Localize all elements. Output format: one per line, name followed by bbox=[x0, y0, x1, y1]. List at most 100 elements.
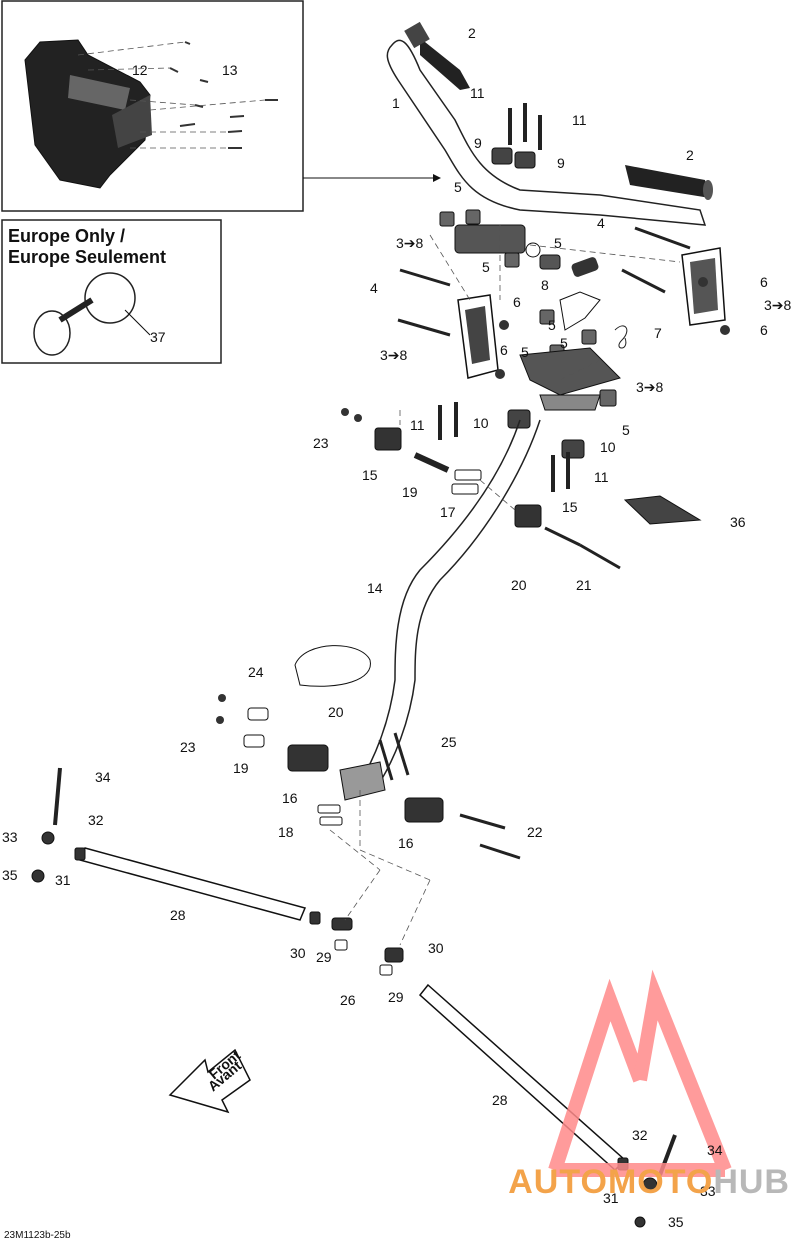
adjuster-plate-left bbox=[457, 294, 499, 379]
callout-30a: 30 bbox=[290, 945, 306, 961]
upper-clamp-9 bbox=[491, 147, 536, 169]
watermark-text: AUTOMOTOHUB bbox=[508, 1163, 790, 1202]
callout-16b: 16 bbox=[398, 835, 414, 851]
callout-26: 26 bbox=[340, 992, 356, 1008]
europe-only-frame bbox=[1, 219, 222, 364]
callout-8: 8 bbox=[541, 277, 549, 293]
callout-29b: 29 bbox=[388, 989, 404, 1005]
bearing-block-16-left bbox=[287, 744, 329, 772]
callout-21: 21 bbox=[576, 577, 592, 593]
callout-11d: 11 bbox=[594, 469, 609, 485]
bolts-11-lower bbox=[438, 402, 570, 492]
steering-column-14 bbox=[354, 419, 541, 791]
callout-7: 7 bbox=[654, 325, 662, 341]
callout-33b: 33 bbox=[700, 1183, 716, 1199]
bushing-17 bbox=[451, 469, 482, 495]
callout-6d: 6 bbox=[500, 342, 508, 358]
lever-8 bbox=[559, 257, 601, 331]
spring-7 bbox=[614, 325, 628, 349]
callout-4b: 4 bbox=[370, 280, 378, 296]
callout-15a: 15 bbox=[362, 467, 378, 483]
callout-10a: 10 bbox=[473, 415, 489, 431]
bolts-25 bbox=[378, 732, 410, 781]
callout-38b: 3➔8 bbox=[764, 297, 792, 313]
callout-28a: 28 bbox=[170, 907, 186, 923]
tie-rod-28-right bbox=[418, 983, 627, 1172]
callout-25: 25 bbox=[441, 734, 457, 750]
callout-6b: 6 bbox=[513, 294, 521, 310]
nuts-6 bbox=[495, 277, 730, 379]
callout-5d: 5 bbox=[548, 317, 556, 333]
bushings-26 bbox=[334, 939, 393, 976]
callout-6a: 6 bbox=[760, 274, 768, 290]
plate-36 bbox=[623, 495, 702, 525]
column-bracket bbox=[339, 761, 386, 801]
callout-11c: 11 bbox=[410, 417, 425, 433]
bolts-21 bbox=[544, 526, 621, 570]
callout-5c: 5 bbox=[482, 259, 490, 275]
europe-note-line2: Europe Seulement bbox=[8, 247, 167, 267]
nuts-23-lower bbox=[216, 694, 226, 724]
grip-2-right bbox=[625, 165, 713, 200]
watermark-part2: HUB bbox=[713, 1163, 790, 1201]
callout-2b: 2 bbox=[686, 147, 694, 163]
mirror-37 bbox=[33, 272, 151, 356]
tie-rod-28-left bbox=[78, 847, 307, 921]
gauge-inset-frame bbox=[1, 0, 304, 212]
riser-block-8 bbox=[454, 224, 561, 270]
callout-5e: 5 bbox=[560, 335, 568, 351]
callout-15b: 15 bbox=[562, 499, 578, 515]
callout-31b: 31 bbox=[603, 1190, 619, 1206]
front-direction-arrow: Front Avant bbox=[168, 1047, 251, 1114]
callout-19b: 19 bbox=[233, 760, 249, 776]
callout-2a: 2 bbox=[468, 25, 476, 41]
bolts-11-top bbox=[508, 103, 542, 150]
callout-23b: 23 bbox=[180, 739, 196, 755]
bearing-blocks-15 bbox=[374, 427, 542, 528]
callout-5a: 5 bbox=[454, 179, 462, 195]
callout-13: 13 bbox=[222, 62, 238, 78]
callout-22: 22 bbox=[527, 824, 543, 840]
callout-20a: 20 bbox=[511, 577, 527, 593]
callout-38d: 3➔8 bbox=[636, 379, 664, 395]
clamps-10 bbox=[507, 409, 585, 459]
watermark-logo bbox=[548, 969, 732, 1177]
callout-labels: 1 2 2 12 13 11 11 9 9 5 3➔8 5 5 4 6 3➔8 … bbox=[2, 25, 792, 1230]
callout-5f: 5 bbox=[521, 344, 529, 360]
callout-36: 36 bbox=[730, 514, 746, 530]
callout-38c: 3➔8 bbox=[380, 347, 408, 363]
gauge-housing-12 bbox=[24, 39, 152, 189]
callout-14: 14 bbox=[367, 580, 383, 596]
callout-32a: 32 bbox=[88, 812, 104, 828]
callout-18: 18 bbox=[278, 824, 294, 840]
callout-4a: 4 bbox=[597, 215, 605, 231]
grip-2-left bbox=[404, 21, 470, 90]
callout-19a: 19 bbox=[402, 484, 418, 500]
callout-34a: 34 bbox=[95, 769, 111, 785]
europe-note-title: Europe Only / Europe Seulement bbox=[8, 226, 166, 268]
column-head bbox=[519, 347, 621, 411]
callout-20b: 20 bbox=[328, 704, 344, 720]
callout-11b: 11 bbox=[572, 112, 587, 128]
handlebar-1 bbox=[386, 39, 707, 226]
bearing-block-16-right bbox=[404, 797, 444, 823]
bolts-34 bbox=[53, 767, 677, 1176]
bushings-18 bbox=[317, 804, 343, 826]
callout-32b: 32 bbox=[632, 1127, 648, 1143]
bolts-4 bbox=[397, 226, 691, 337]
nuts-23-upper bbox=[341, 408, 362, 422]
callout-17: 17 bbox=[440, 504, 456, 520]
europe-note-line1: Europe Only / bbox=[8, 226, 126, 246]
callout-1: 1 bbox=[392, 95, 400, 111]
callout-35b: 35 bbox=[668, 1214, 684, 1230]
callout-34b: 34 bbox=[707, 1142, 723, 1158]
callout-33a: 33 bbox=[2, 829, 18, 845]
callout-12: 12 bbox=[132, 62, 148, 78]
callout-23a: 23 bbox=[313, 435, 329, 451]
callout-35a: 35 bbox=[2, 867, 18, 883]
drawing-code: 23M1123b-25b bbox=[4, 1230, 71, 1241]
callout-24: 24 bbox=[248, 664, 264, 680]
callout-31a: 31 bbox=[55, 872, 71, 888]
watermark-part1: AUTOMOTO bbox=[508, 1163, 714, 1201]
